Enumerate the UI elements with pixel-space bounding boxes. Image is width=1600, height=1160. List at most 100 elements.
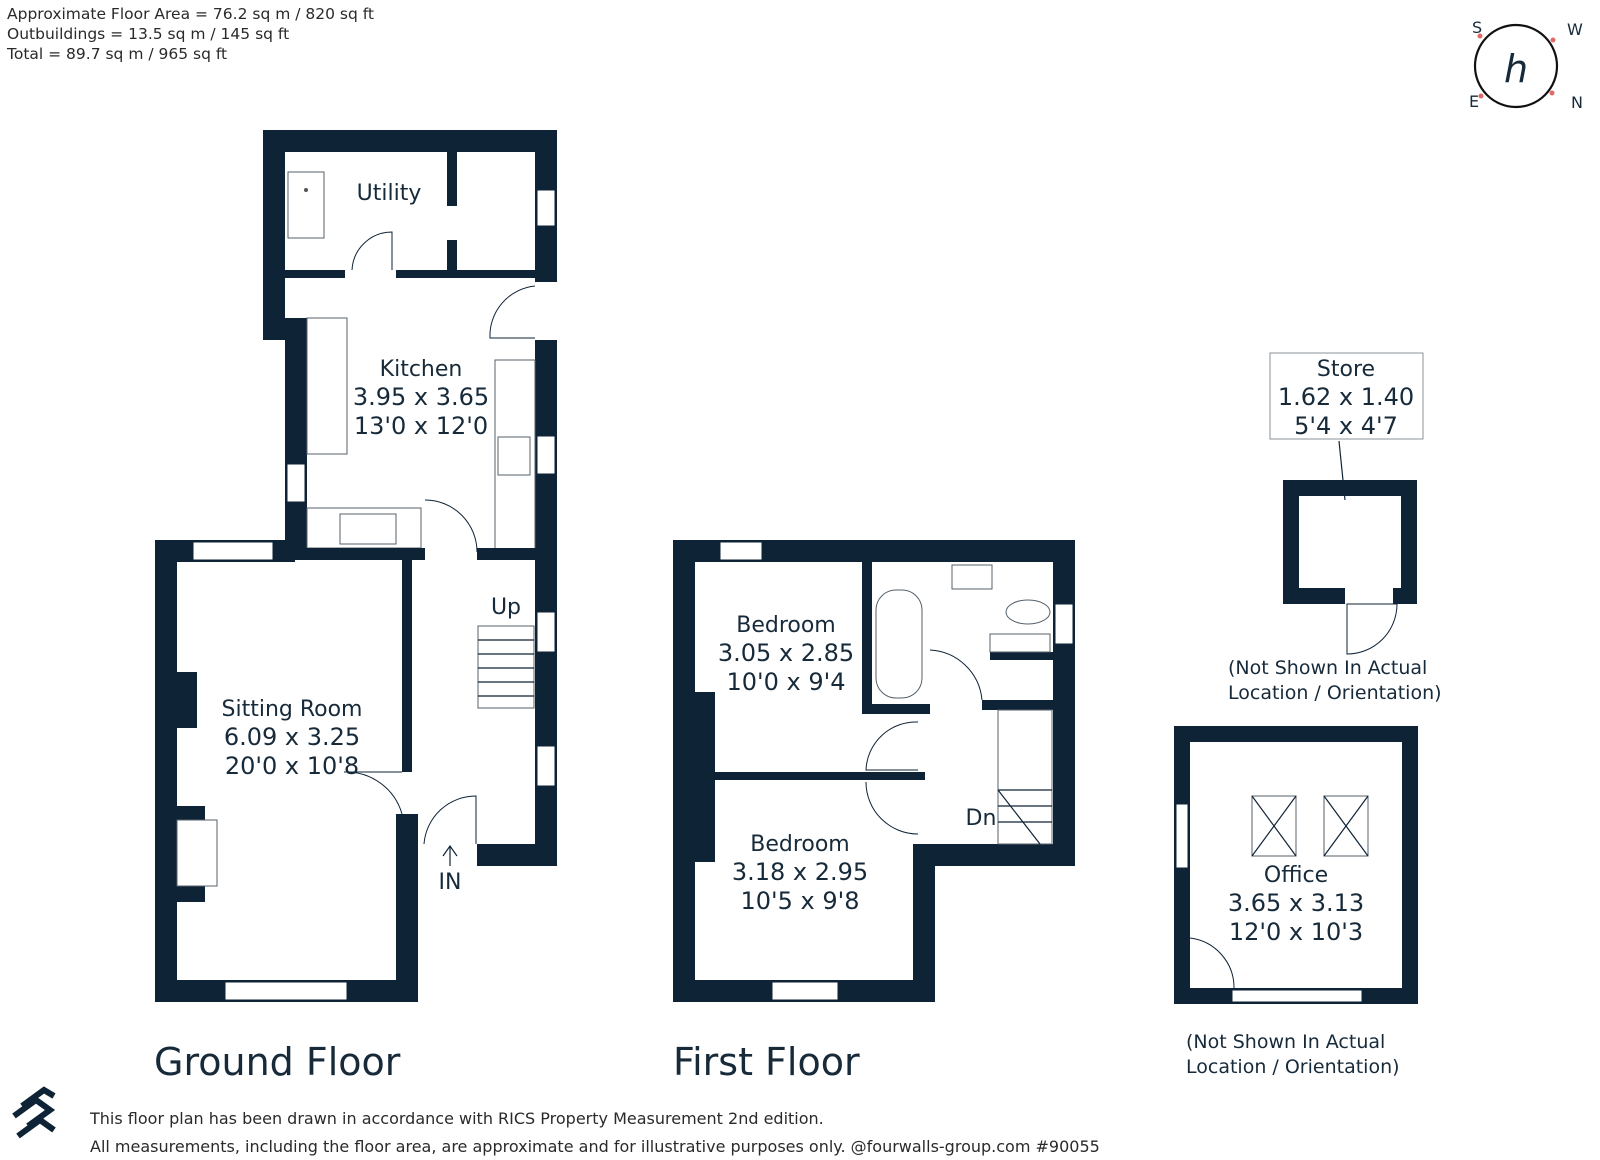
bath — [875, 589, 923, 699]
kitchen-imperial: 13'0 x 12'0 — [354, 412, 488, 440]
wall-utility-mid-a — [447, 152, 457, 206]
door-utility — [351, 231, 393, 271]
store-metric: 1.62 x 1.40 — [1278, 383, 1414, 411]
bedroom1-metric: 3.05 x 2.85 — [718, 639, 854, 667]
window-bedroom1-top — [719, 541, 763, 561]
utility-label: Utility — [357, 181, 422, 206]
door-kitchen-back — [489, 285, 536, 339]
office-metric: 3.65 x 3.13 — [1228, 889, 1364, 917]
door-sitting — [343, 771, 403, 815]
office-note-line2: Location / Orientation) — [1186, 1056, 1400, 1078]
footer-rics-line: This floor plan has been drawn in accord… — [90, 1109, 824, 1128]
sitting-room-label: Sitting Room — [222, 697, 363, 722]
ground-floor-title: Ground Floor — [154, 1040, 401, 1084]
utility-sink-drain — [304, 188, 308, 192]
wall-utility-bottom-a — [285, 270, 345, 278]
fourwalls-logo — [12, 1086, 56, 1139]
door-kitchen-hall — [424, 499, 478, 553]
kitchen-hob — [339, 513, 397, 545]
wall-kitchen-left — [285, 318, 307, 556]
toilet — [1005, 599, 1051, 625]
utility-sink — [287, 171, 325, 239]
bedroom2-label: Bedroom — [750, 832, 850, 857]
wall-sitting-left — [155, 540, 177, 1000]
fireplace — [176, 819, 218, 887]
window-office-bottom — [1231, 989, 1363, 1003]
kitchen-counter-left — [306, 317, 348, 455]
wall-store-right — [1401, 480, 1417, 604]
store-note: (Not Shown In Actual Location / Orientat… — [1228, 656, 1442, 706]
office-outbuilding — [1174, 726, 1418, 1004]
store-note-line2: Location / Orientation) — [1228, 682, 1442, 704]
store-label-box — [1269, 352, 1424, 440]
wall-bedrooms-divider — [713, 772, 925, 780]
wall-first-step-down — [913, 844, 935, 1002]
wall-store-left — [1283, 480, 1299, 604]
store-imperial: 5'4 x 4'7 — [1294, 412, 1398, 440]
store-note-line1: (Not Shown In Actual — [1228, 657, 1428, 679]
wall-hall-right — [535, 560, 557, 864]
compass-n: N — [1571, 93, 1583, 112]
window-kitchen-left — [286, 463, 306, 503]
wall-first-right — [1053, 540, 1075, 866]
wall-bathroom-bottom-a — [862, 704, 930, 714]
stairs-up-label: Up — [491, 595, 521, 620]
wall-utility-top — [263, 130, 557, 152]
wall-hall-bottom — [477, 844, 557, 866]
door-store — [1346, 603, 1398, 655]
office-note: (Not Shown In Actual Location / Orientat… — [1186, 1030, 1400, 1080]
window-kitchen-right — [536, 435, 556, 475]
footer-disclaimer-line: All measurements, including the floor ar… — [90, 1137, 1100, 1156]
wall-first-left — [673, 540, 695, 1002]
store-label: Store — [1317, 357, 1375, 382]
door-bedroom2 — [865, 781, 919, 835]
bedroom1-imperial: 10'0 x 9'4 — [726, 668, 845, 696]
office-label: Office — [1264, 863, 1328, 888]
wall-store-bottom-b — [1393, 588, 1417, 604]
wall-kitchen-bottom-a — [285, 548, 425, 560]
wall-first-top — [673, 540, 1075, 562]
wall-office-top — [1174, 726, 1418, 742]
total-area-line: Total = 89.7 sq m / 965 sq ft — [7, 45, 228, 63]
bathroom-basin — [951, 564, 993, 590]
window-sitting-bottom — [224, 981, 348, 1001]
store-outbuilding — [1269, 352, 1424, 655]
compass-dot-w — [1550, 37, 1556, 43]
wall-cupboard — [990, 652, 1054, 660]
chimney-first — [695, 692, 715, 862]
window-utility — [536, 189, 556, 227]
wall-office-right — [1402, 726, 1418, 1004]
compass-dot-n — [1549, 90, 1555, 96]
office-note-line1: (Not Shown In Actual — [1186, 1031, 1386, 1053]
wall-bathroom-bottom-b — [982, 700, 1054, 710]
floor-area-line: Approximate Floor Area = 76.2 sq m / 820… — [7, 5, 375, 23]
door-bedroom1 — [865, 721, 919, 771]
sitting-room-imperial: 20'0 x 10'8 — [225, 752, 359, 780]
bedroom1-label: Bedroom — [736, 613, 836, 638]
wall-kitchen-bottom-b — [477, 548, 557, 560]
entrance-arrow-head — [442, 844, 458, 857]
compass-logo: S W E N h — [1469, 18, 1583, 112]
window-hall-top — [536, 611, 556, 653]
door-bathroom — [929, 649, 983, 701]
sitting-room-metric: 6.09 x 3.25 — [224, 723, 360, 751]
window-sitting-top — [192, 541, 274, 561]
kitchen-sink — [497, 436, 531, 476]
kitchen-label: Kitchen — [380, 357, 463, 382]
window-bathroom — [1054, 603, 1074, 645]
logo-letter: h — [1504, 47, 1528, 91]
outbuildings-area-line: Outbuildings = 13.5 sq m / 145 sq ft — [7, 25, 290, 43]
window-hall-bottom — [536, 745, 556, 787]
bathroom-shelf — [989, 633, 1051, 653]
compass-w: W — [1567, 20, 1583, 39]
compass-s: S — [1472, 18, 1482, 37]
first-floor — [673, 540, 1075, 1002]
wall-store-top — [1283, 480, 1417, 496]
wall-bathroom-left — [862, 560, 872, 712]
window-office-left — [1175, 803, 1189, 869]
wall-utility-mid-b — [447, 240, 457, 272]
door-front — [423, 795, 477, 845]
office-imperial: 12'0 x 10'3 — [1229, 918, 1363, 946]
wall-first-step — [913, 844, 1075, 866]
compass-dot-s — [1477, 33, 1483, 39]
